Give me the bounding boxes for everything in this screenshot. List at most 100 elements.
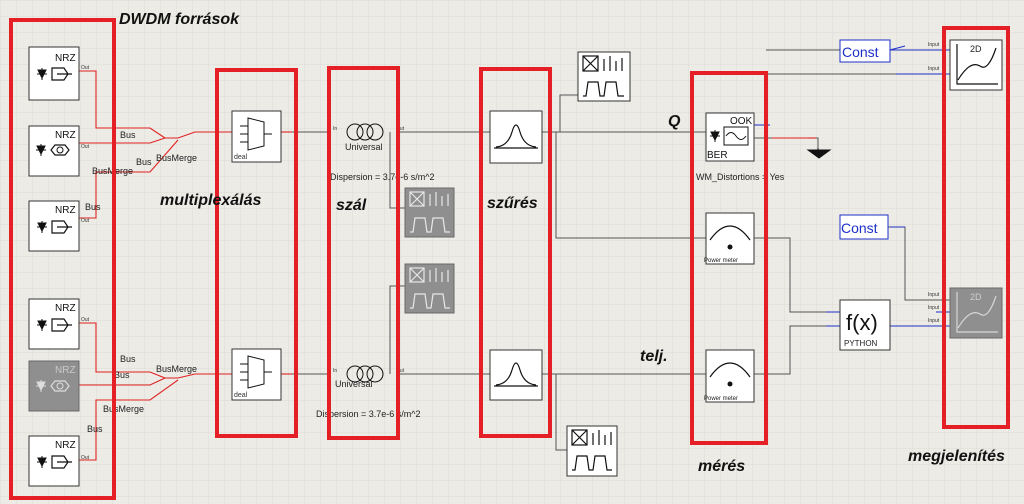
svg-text:Power meter: Power meter [704,258,738,264]
caption-multiplexing: multiplexálás [160,192,261,209]
spectrum-scope-icon [409,267,450,309]
power-meter-dial-icon [709,362,751,378]
svg-text:BusMerge: BusMerge [156,364,197,374]
frame-measurement [690,71,768,445]
transmitter-port-labels: Out Out Out Out Out [81,65,90,461]
fiber-top[interactable]: In Universal Out [333,123,405,152]
transmitter-label: NRZ [55,53,76,64]
plot-2d-top[interactable]: 2D Input Input [928,39,1003,91]
fiber-bottom[interactable]: In Universal Out [333,365,405,389]
filter-top[interactable] [489,110,543,164]
frame-display [942,26,1010,429]
caption-filtering: szűrés [487,195,538,212]
power-meter-2[interactable]: Power meter [704,349,755,403]
transmitter-6[interactable]: NRZ [28,435,80,487]
frame-sources [9,18,116,500]
transmitter-label: NRZ [55,440,76,451]
ber-analyzer[interactable]: OOK BER [705,112,755,162]
laser-mzm-icon [36,380,70,392]
svg-text:Out: Out [396,368,405,374]
svg-text:Out: Out [81,317,90,323]
fiber-coil-icon [346,365,384,383]
svg-text:Bus: Bus [114,370,130,380]
svg-text:Out: Out [396,126,405,132]
ground-terminator [806,137,832,159]
caption-q: Q [668,113,681,130]
wm-distortions-label: WM_Distortions = Yes [696,172,785,182]
transmitter-4[interactable]: NRZ [28,298,80,350]
svg-text:2D: 2D [970,292,982,302]
multiplexer-bottom[interactable]: deal [231,348,282,401]
svg-text:Out: Out [81,455,90,461]
svg-text:deal: deal [234,154,248,161]
multiplexer-top[interactable]: deal [231,110,282,163]
frame-fiber [327,66,400,440]
svg-text:Bus: Bus [85,202,101,212]
fx-label: f(x) [846,310,878,335]
const-block-2[interactable]: Const [839,214,889,240]
svg-text:Power meter: Power meter [704,396,738,402]
svg-text:Input: Input [928,318,940,324]
xy-plot-icon [956,292,998,333]
transmitter-2[interactable]: NRZ [28,125,80,177]
python-label: PYTHON [844,339,878,348]
scope-fiber-bottom[interactable] [404,263,455,314]
svg-text:BusMerge: BusMerge [103,404,144,414]
bandpass-curve-icon [494,362,538,387]
svg-text:deal: deal [234,392,248,399]
svg-text:Out: Out [81,218,90,224]
laser-modulator-icon [37,318,72,332]
svg-text:Input: Input [928,66,940,72]
dispersion-label-top: Dispersion = 3.7e-6 s/m^2 [330,172,435,182]
svg-text:OOK: OOK [730,116,753,127]
svg-text:Bus: Bus [120,354,136,364]
laser-modulator-icon [37,67,72,81]
svg-text:Input: Input [928,292,940,298]
python-function-block[interactable]: f(x) PYTHON [839,299,891,351]
spectrum-scope-icon [582,55,624,97]
svg-text:2D: 2D [970,44,982,54]
transmitter-label: NRZ [55,130,76,141]
spectrum-scope-icon [409,191,450,233]
svg-text:Out: Out [81,65,90,71]
source-wires [79,70,232,461]
scope-top[interactable] [577,51,631,102]
svg-text:BusMerge: BusMerge [156,153,197,163]
bandpass-curve-icon [494,124,538,149]
svg-text:Bus: Bus [136,157,152,167]
svg-text:Universal: Universal [345,142,383,152]
laser-modulator-icon [37,455,72,469]
svg-text:Bus: Bus [87,424,103,434]
transmitter-label: NRZ [55,303,76,314]
const-block-1[interactable]: Const [839,39,891,63]
power-meter-1[interactable]: Power meter [704,212,755,265]
caption-fiber: szál [336,197,367,214]
filter-bottom[interactable] [489,349,543,401]
transmitter-5-disabled[interactable]: NRZ [28,360,80,412]
laser-mzm-icon [36,144,70,156]
frame-filtering [479,67,552,438]
power-meter-dial-icon [709,225,751,241]
transmitter-1[interactable]: NRZ [28,46,80,101]
xy-plot-icon [956,44,998,85]
frame-multiplexing [215,68,298,438]
transmitter-label: NRZ [55,365,76,376]
plot-2d-bottom-disabled[interactable]: 2D Input Input Input [928,287,1003,339]
photodiode-eye-icon [710,126,749,146]
fiber-coil-icon [346,123,384,141]
transmitter-3[interactable]: NRZ [28,200,80,252]
svg-text:Universal: Universal [335,379,373,389]
svg-text:Const: Const [841,220,878,236]
svg-text:Out: Out [81,144,90,150]
caption-sources: DWDM források [119,11,240,28]
scope-fiber-top[interactable] [404,187,455,238]
laser-modulator-icon [37,220,72,234]
svg-text:Bus: Bus [120,130,136,140]
dispersion-label-bottom: Dispersion = 3.7e-6 s/m^2 [316,409,421,419]
svg-text:Const: Const [842,44,879,60]
scope-bottom[interactable] [566,425,618,477]
caption-measurement: mérés [698,458,745,475]
caption-power: telj. [640,348,668,365]
